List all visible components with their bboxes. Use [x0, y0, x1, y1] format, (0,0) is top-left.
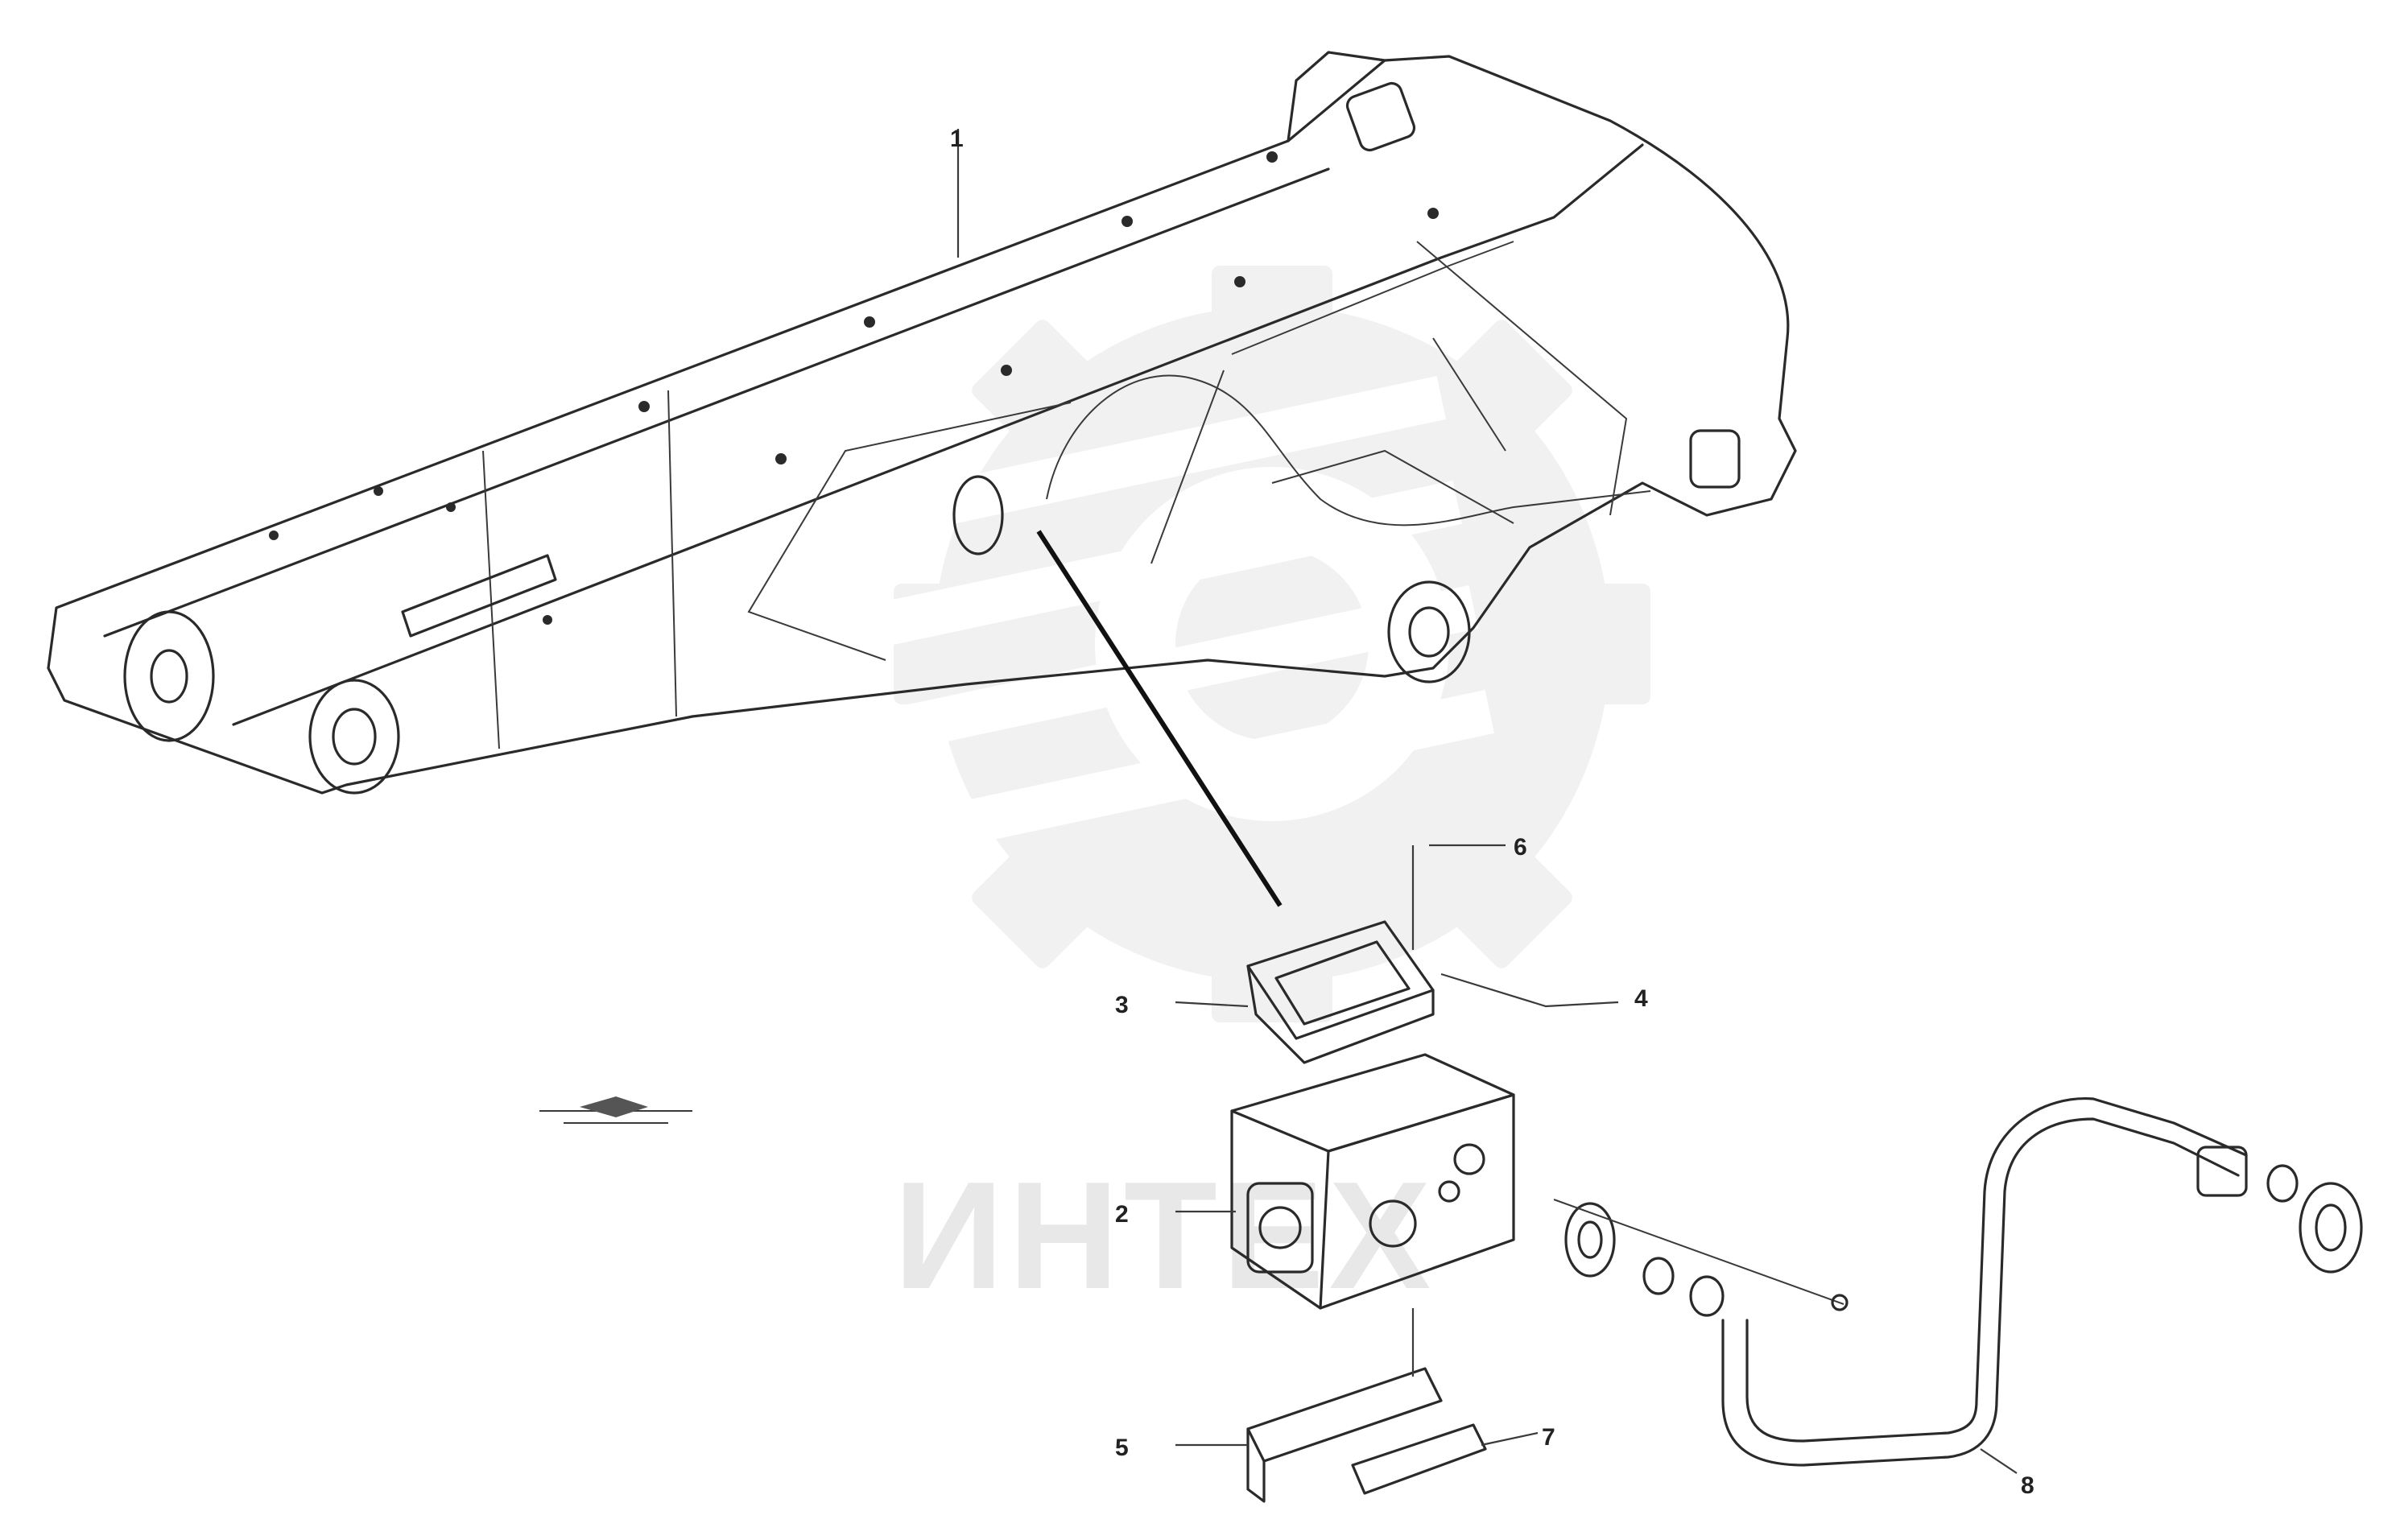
boom-arm	[47, 51, 1797, 795]
callout-8: 8	[2021, 1472, 2034, 1499]
callout-2: 2	[1115, 1201, 1129, 1228]
callout-7: 7	[1542, 1424, 1555, 1451]
part-3-top-plate	[1246, 920, 1435, 1064]
callout-3: 3	[1115, 992, 1129, 1018]
part-8-hose-assembly	[1553, 1096, 2363, 1467]
reference-stamp	[539, 1096, 692, 1124]
leader-boom-to-detail	[1036, 530, 1283, 907]
callout-5: 5	[1115, 1435, 1129, 1461]
callout-4: 4	[1634, 985, 1648, 1012]
watermark-logo	[728, 266, 1650, 1022]
callout-6: 6	[1514, 834, 1527, 861]
part-2-valve-block	[1230, 1053, 1515, 1310]
callout-1: 1	[950, 126, 964, 152]
part-5-bottom-plate	[1246, 1367, 1487, 1503]
callout-leaders	[956, 129, 2018, 1474]
watermark-text: ИНТЕХ	[894, 1150, 1435, 1321]
